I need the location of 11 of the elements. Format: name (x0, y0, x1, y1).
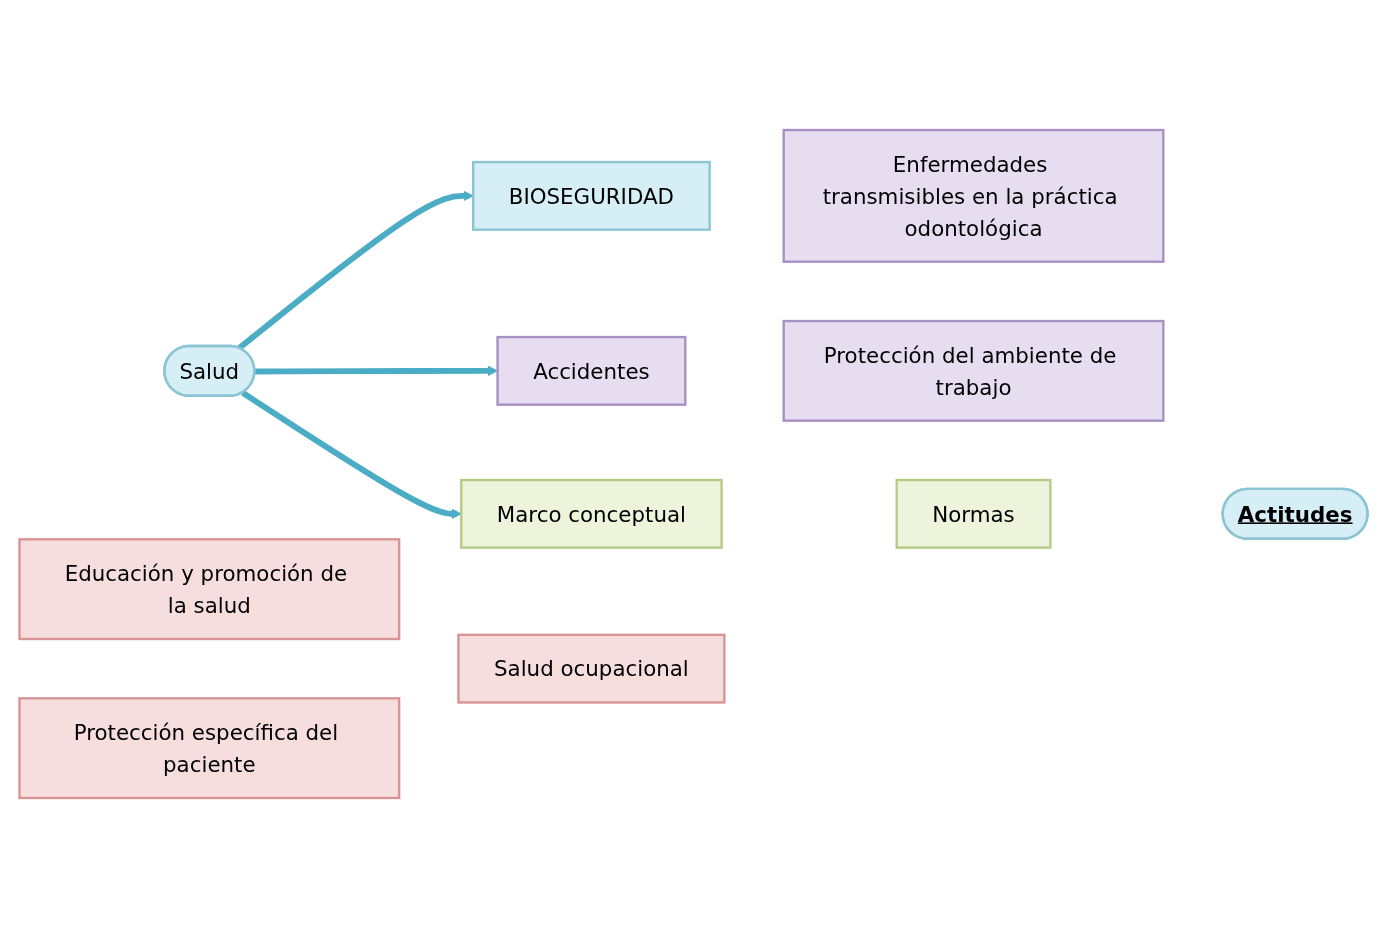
node-box: Salud ocupacional (457, 633, 726, 704)
arrow (237, 190, 474, 351)
arrow (241, 390, 462, 520)
node-box: Normas (895, 478, 1052, 549)
node-box: Protección específica del paciente (18, 697, 401, 800)
node-box: Protección del ambiente de trabajo (782, 319, 1165, 422)
node-box: Accidentes (496, 335, 687, 406)
node-box: Educación y promoción de la salud (18, 538, 401, 641)
node-box: BIOSEGURIDAD (472, 160, 711, 231)
node-box: Marco conceptual (460, 478, 723, 549)
node-box: Enfermedades transmisibles en la práctica odontológica (782, 128, 1165, 263)
